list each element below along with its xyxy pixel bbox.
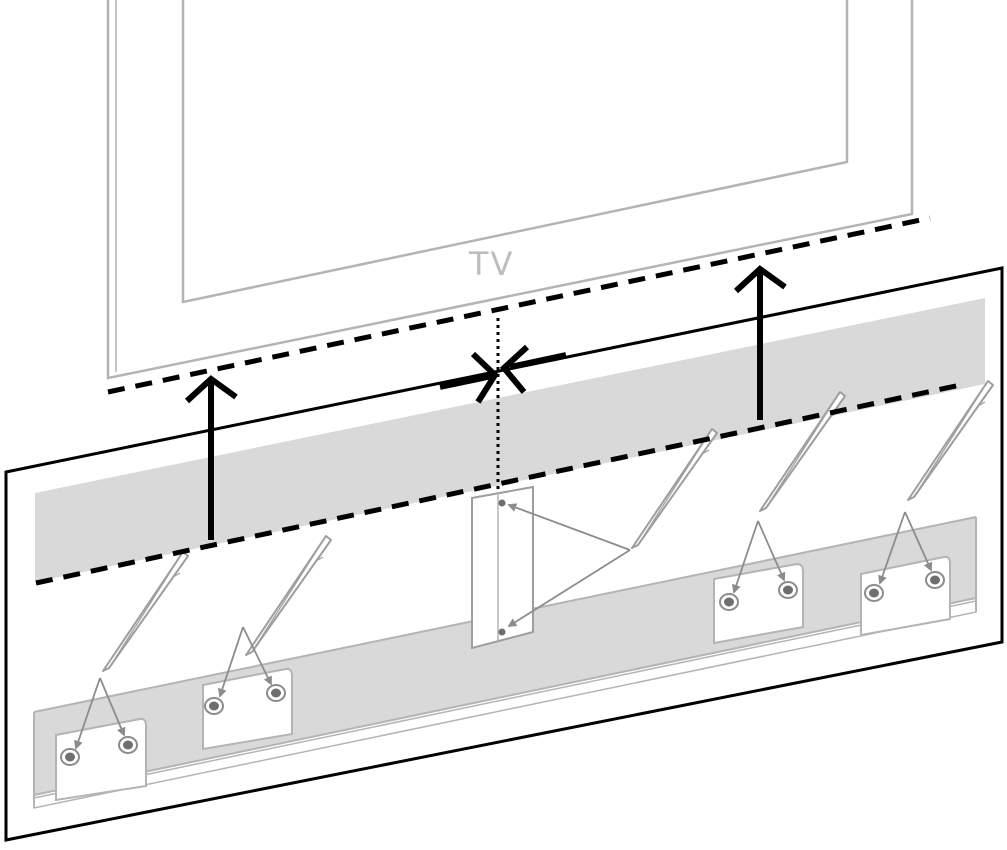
mounting-template <box>4 266 1004 842</box>
up-arrow-icon <box>733 265 787 420</box>
center-strip <box>471 485 534 650</box>
soundbar-band <box>35 298 985 582</box>
center-mark-bottom <box>498 628 506 636</box>
up-arrow-icon <box>184 375 238 540</box>
center-arrows-icon <box>439 344 567 404</box>
pencil-markers <box>74 380 994 750</box>
center-mark-top <box>498 499 506 507</box>
tv-screen <box>181 0 849 304</box>
band-bottom-dashed-line <box>35 381 966 586</box>
tv: TV <box>106 0 914 380</box>
tv-outer-frame <box>106 0 914 380</box>
tv-bottom-dashed-line <box>107 215 931 395</box>
tv-label: TV <box>468 245 514 283</box>
